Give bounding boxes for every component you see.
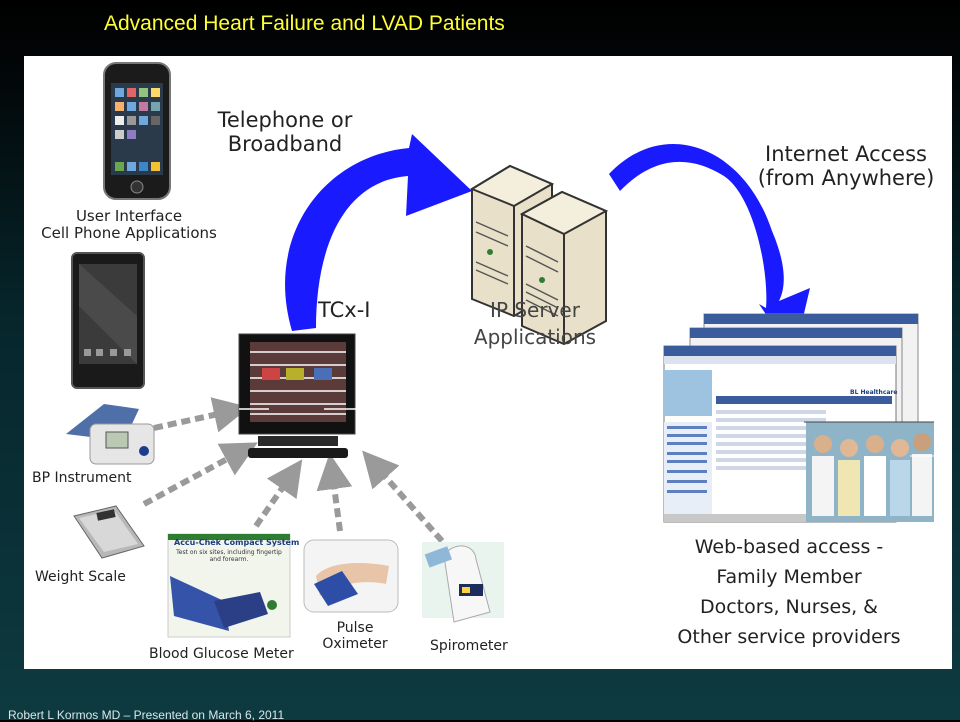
label-internet-line2: (from Anywhere): [757, 166, 935, 191]
label-telephone-line1: Telephone or: [217, 108, 353, 132]
pulse-oximeter-device: [303, 539, 399, 613]
label-web-line2: Family Member: [716, 566, 862, 588]
label-internet-line1: Internet Access: [765, 142, 927, 166]
label-blood-glucose-meter: Blood Glucose Meter: [149, 646, 294, 662]
web-access-screens: [663, 313, 934, 523]
sensor-data-arrows: [142, 397, 445, 543]
label-user-interface: User Interface Cell Phone Applications: [34, 207, 224, 243]
diagram-panel: Accu-Chek Compact System Test on six sit…: [24, 56, 952, 669]
slide-title: Advanced Heart Failure and LVAD Patients: [104, 12, 505, 35]
glucose-box-title: Accu-Chek Compact System: [174, 538, 300, 547]
iphone-device: [103, 62, 171, 200]
bp-instrument-device: [66, 404, 155, 465]
label-telephone-line2: Broadband: [227, 132, 343, 157]
slide-footer: Robert L Kormos MD – Presented on March …: [8, 708, 285, 722]
ip-server-device: [469, 164, 609, 346]
android-device: [71, 252, 145, 389]
web-brand-logo: BL Healthcare: [850, 389, 898, 396]
spirometer-device: [422, 542, 504, 623]
telephone-arrow: [285, 134, 472, 331]
label-pulse-line2: Oximeter: [322, 636, 388, 653]
label-spirometer: Spirometer: [430, 638, 508, 654]
label-weight-scale: Weight Scale: [35, 569, 126, 585]
tcx-monitor-device: [238, 333, 364, 458]
label-web-line4: Other service providers: [677, 626, 901, 648]
label-internet-access: Internet Access (from Anywhere): [756, 142, 936, 190]
glucose-box-subtitle: Test on six sites, including fingertip a…: [176, 549, 282, 563]
label-tcx: TCx-I: [318, 298, 371, 322]
label-pulse-line1: Pulse: [336, 620, 374, 636]
label-pulse-oximeter: Pulse Oximeter: [314, 620, 396, 652]
label-web-access: Web-based access - Family Member Doctors…: [664, 532, 914, 652]
weight-scale-device: [73, 505, 145, 559]
blood-glucose-device: [167, 533, 291, 638]
label-web-line3: Doctors, Nurses, &: [699, 596, 878, 618]
label-web-line1: Web-based access -: [694, 536, 884, 558]
label-ip-server: IP Server Applications: [470, 299, 600, 349]
label-telephone-broadband: Telephone or Broadband: [210, 108, 360, 156]
label-ip-server-line2: Applications: [473, 325, 597, 349]
diagram-graphics: [66, 62, 934, 638]
label-user-interface-line2: Cell Phone Applications: [41, 224, 217, 243]
label-bp-instrument: BP Instrument: [32, 470, 132, 486]
label-user-interface-line1: User Interface: [75, 207, 183, 225]
label-ip-server-line1: IP Server: [490, 298, 580, 322]
